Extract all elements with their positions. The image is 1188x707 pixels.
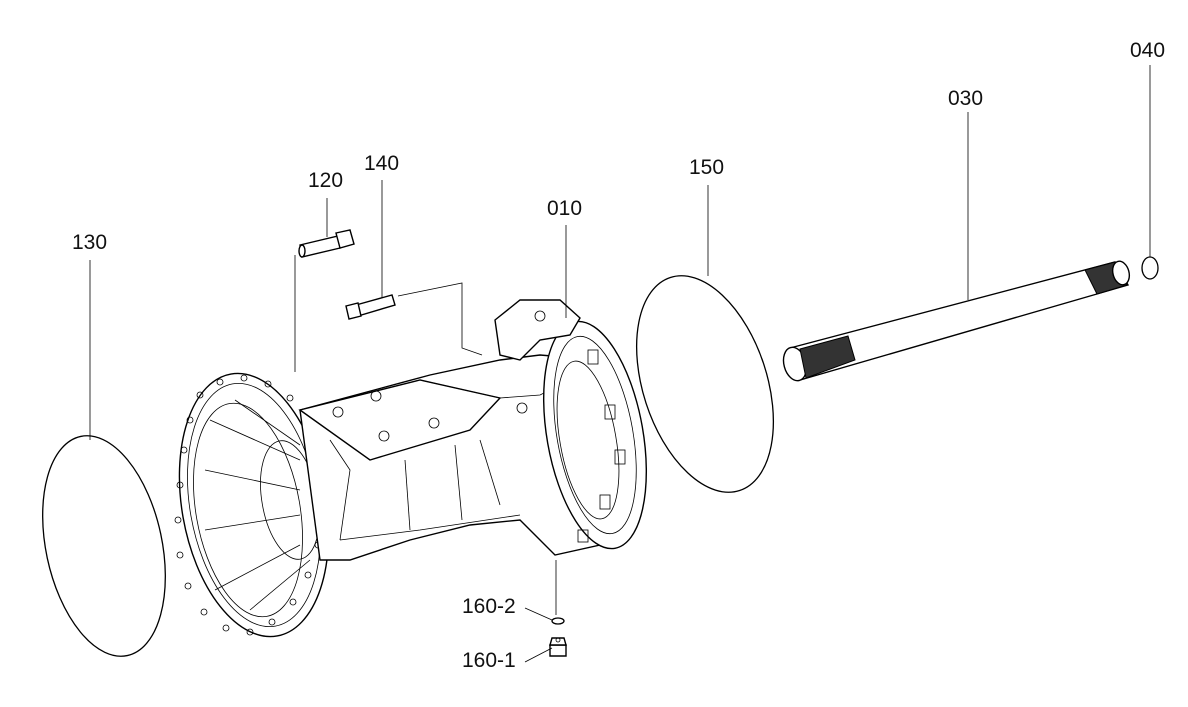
label-010: 010 bbox=[547, 197, 583, 220]
label-160-1: 160-1 bbox=[462, 649, 516, 672]
plug-160-1 bbox=[549, 637, 567, 657]
o-ring-150 bbox=[635, 275, 775, 493]
label-120: 120 bbox=[308, 169, 344, 192]
label-030: 030 bbox=[948, 87, 984, 110]
label-160-2: 160-2 bbox=[462, 595, 516, 618]
snap-ring-040 bbox=[1141, 256, 1159, 280]
axle-housing-010 bbox=[174, 299, 648, 638]
shaft-030 bbox=[782, 260, 1131, 382]
o-ring-130 bbox=[42, 435, 166, 657]
o-ring-160-2 bbox=[551, 617, 565, 625]
label-140: 140 bbox=[364, 152, 400, 175]
label-040: 040 bbox=[1130, 39, 1166, 62]
bolt-140 bbox=[345, 294, 396, 320]
leader-lines bbox=[89, 65, 1151, 663]
label-150: 150 bbox=[689, 156, 725, 179]
bolt-120 bbox=[298, 229, 355, 258]
label-130: 130 bbox=[72, 231, 108, 254]
